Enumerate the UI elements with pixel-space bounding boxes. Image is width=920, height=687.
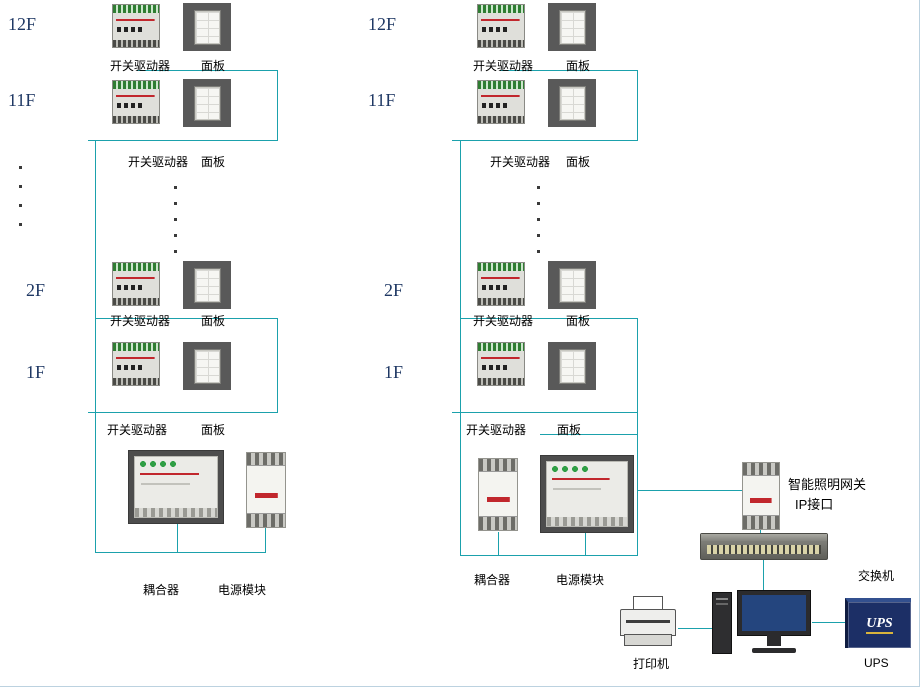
switch-driver-device <box>477 80 525 124</box>
computer-monitor <box>737 590 811 636</box>
panel-label: 面板 <box>566 314 591 328</box>
connector-line <box>637 318 638 413</box>
wall-panel-device <box>548 342 596 390</box>
connector-line <box>95 318 278 319</box>
connector-line <box>265 528 266 552</box>
wall-panel-device <box>183 261 231 309</box>
floor-label-right-2f: 2F <box>384 280 404 300</box>
wall-panel-device <box>183 3 231 51</box>
driver-label: 开关驱动器 <box>107 423 168 437</box>
omitted-floors-dots <box>537 186 540 266</box>
connector-line <box>137 70 277 71</box>
monitor-screen <box>742 595 806 631</box>
panel-label: 面板 <box>201 423 226 437</box>
panel-label: 面板 <box>566 155 591 169</box>
driver-label: 开关驱动器 <box>466 423 527 437</box>
connector-line <box>460 318 638 319</box>
coupler-device <box>128 450 224 524</box>
monitor-base <box>752 648 796 653</box>
power-module-device <box>246 452 286 528</box>
ups-device-text: UPS <box>866 616 893 635</box>
coupler-label: 耦合器 <box>143 583 180 597</box>
wall-panel-device <box>548 79 596 127</box>
switch-driver-device <box>112 342 160 386</box>
printer-tray <box>624 634 672 646</box>
gateway-label-line2: IP接口 <box>795 497 834 512</box>
driver-label: 开关驱动器 <box>110 59 171 73</box>
connector-line <box>637 70 638 140</box>
wall-panel-device <box>548 3 596 51</box>
wall-panel-device <box>548 261 596 309</box>
connector-line <box>498 532 499 555</box>
coupler-label: 耦合器 <box>474 573 511 587</box>
driver-label: 开关驱动器 <box>473 59 534 73</box>
floor-label-right-11f: 11F <box>368 90 396 110</box>
network-switch-label: 交换机 <box>858 569 895 583</box>
connector-line <box>88 412 278 413</box>
connector-line <box>637 490 742 491</box>
switch-driver-device <box>477 342 525 386</box>
connector-line <box>88 140 278 141</box>
switch-driver-device <box>112 262 160 306</box>
printer-device <box>620 596 678 652</box>
connector-line <box>177 522 178 552</box>
wall-panel-device <box>183 342 231 390</box>
switch-driver-device <box>112 4 160 48</box>
connector-line <box>585 532 586 555</box>
floor-label-left-1f: 1F <box>26 362 46 382</box>
gateway-label-line1: 智能照明网关 <box>788 477 867 492</box>
lighting-gateway-device <box>742 462 780 530</box>
panel-label: 面板 <box>566 59 591 73</box>
floor-label-left-12f: 12F <box>8 14 37 34</box>
coupler-device <box>478 458 518 531</box>
printer-paper <box>633 596 663 610</box>
floor-label-left-11f: 11F <box>8 90 36 110</box>
connector-line <box>540 434 637 435</box>
connector-line <box>678 628 712 629</box>
connector-line <box>812 622 845 623</box>
omitted-floors-dots <box>174 186 177 266</box>
connector-line <box>637 412 638 555</box>
connector-line <box>460 140 461 555</box>
panel-label: 面板 <box>201 314 226 328</box>
driver-label: 开关驱动器 <box>110 314 171 328</box>
driver-label: 开关驱动器 <box>128 155 189 169</box>
connector-line <box>95 552 266 553</box>
floor-label-left-2f: 2F <box>26 280 46 300</box>
driver-label: 开关驱动器 <box>473 314 534 328</box>
ups-label: UPS <box>864 656 889 670</box>
panel-label: 面板 <box>201 155 226 169</box>
connector-line <box>277 318 278 412</box>
power-module-label: 电源模块 <box>218 583 267 597</box>
wall-panel-device <box>183 79 231 127</box>
connector-line <box>460 555 638 556</box>
connector-line <box>452 140 638 141</box>
power-module-label: 电源模块 <box>556 573 605 587</box>
switch-driver-device <box>477 4 525 48</box>
computer-tower <box>712 592 732 654</box>
connector-line <box>763 560 764 591</box>
panel-label: 面板 <box>201 59 226 73</box>
power-module-device <box>540 455 634 533</box>
printer-body <box>620 609 676 636</box>
connector-line <box>760 528 761 534</box>
connector-line <box>500 70 637 71</box>
connector-line <box>95 140 96 552</box>
switch-driver-device <box>477 262 525 306</box>
panel-label: 面板 <box>557 423 582 437</box>
floor-label-right-1f: 1F <box>384 362 404 382</box>
network-switch-device <box>700 533 828 560</box>
connector-line <box>277 70 278 140</box>
printer-label: 打印机 <box>633 657 670 671</box>
switch-driver-device <box>112 80 160 124</box>
floor-label-right-12f: 12F <box>368 14 397 34</box>
driver-label: 开关驱动器 <box>490 155 551 169</box>
omitted-floors-dots <box>19 166 22 242</box>
ups-device: UPS <box>845 598 911 648</box>
connector-line <box>452 412 638 413</box>
